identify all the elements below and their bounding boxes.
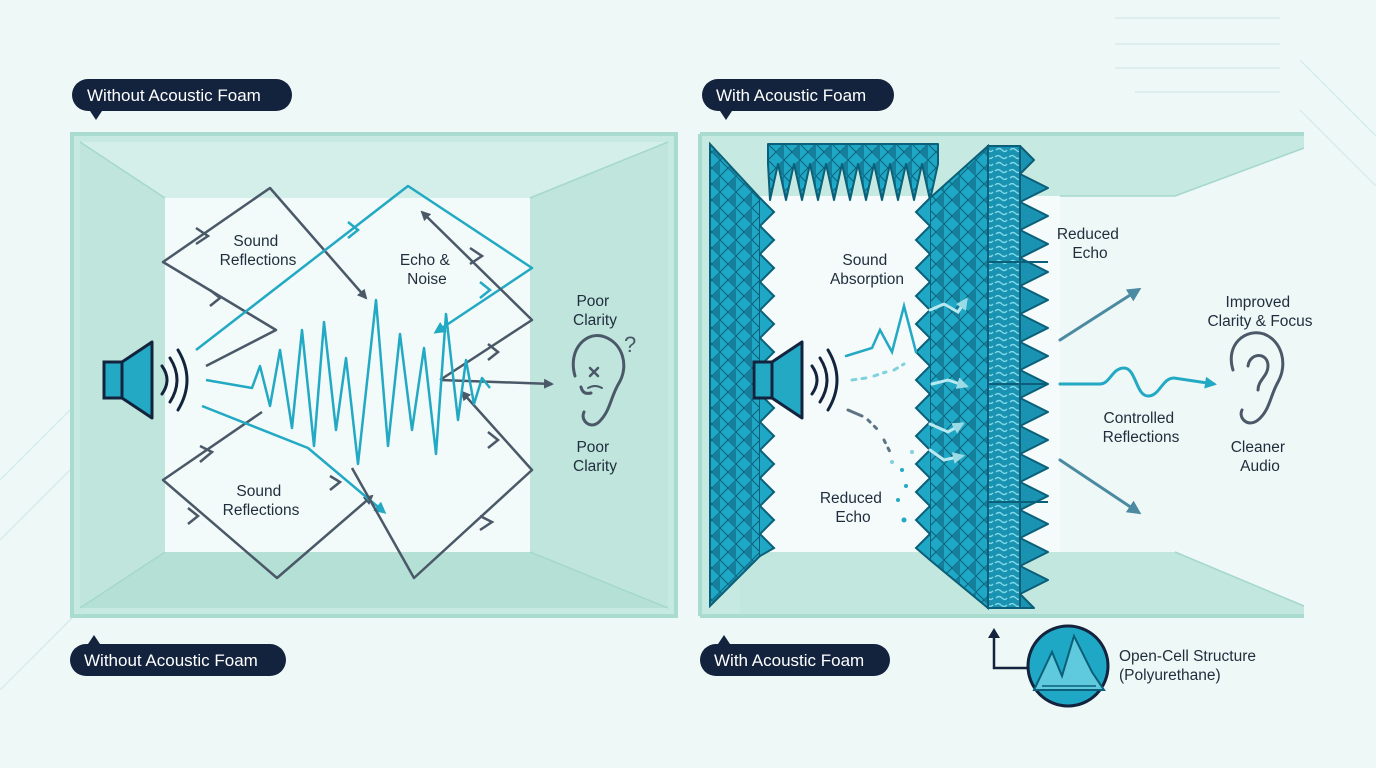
label-reduced-echo-top: Reduced Echo [1057,226,1123,262]
label-cleaner-audio: Cleaner Audio [1231,439,1290,475]
left-teal-chevrons [347,221,493,299]
controlled-reflections [1058,287,1217,515]
label-sound-absorption: Sound Absorption [830,252,904,288]
label-open-cell-structure: Open-Cell Structure (Polyurethane) [1119,648,1260,684]
question-mark: ? [624,332,636,357]
left-room [70,132,678,618]
foam-cross-section-icon [988,624,1110,708]
confused-ear-icon [571,334,626,427]
left-reflection-paths [161,184,554,580]
svg-text:With Acoustic Foam: With Acoustic Foam [716,86,866,105]
label-improved-clarity: Improved Clarity & Focus [1207,294,1312,330]
label-sound-reflections-bottom: Sound Reflections [223,483,300,519]
chaotic-waveform [205,298,491,466]
label-reduced-echo-left: Reduced Echo [820,490,886,526]
label-poor-clarity-bottom: Poor Clarity [573,439,617,475]
pill-with-foam-bottom: With Acoustic Foam [700,635,890,676]
foam-panel-absorber [914,143,989,611]
svg-text:Without Acoustic Foam: Without Acoustic Foam [87,86,261,105]
label-sound-reflections-top: Sound Reflections [220,233,297,269]
label-echo-noise: Echo & Noise [400,252,454,288]
svg-text:With Acoustic Foam: With Acoustic Foam [714,651,864,670]
absorbed-waves [844,297,969,523]
pill-with-foam-top: With Acoustic Foam [702,79,894,120]
foam-panel-cell-column [987,145,1049,609]
foam-panel-ceiling [767,143,939,201]
pill-without-foam-top: Without Acoustic Foam [72,79,292,120]
left-path-chevrons [187,226,501,532]
label-poor-clarity-top: Poor Clarity [573,293,617,329]
ear-icon [1229,331,1285,425]
speaker-icon-right [752,340,839,420]
label-controlled-reflections: Controlled Reflections [1103,410,1180,446]
speaker-icon-left [102,340,189,420]
pill-without-foam-bottom: Without Acoustic Foam [70,635,286,676]
svg-text:Without Acoustic Foam: Without Acoustic Foam [84,651,258,670]
